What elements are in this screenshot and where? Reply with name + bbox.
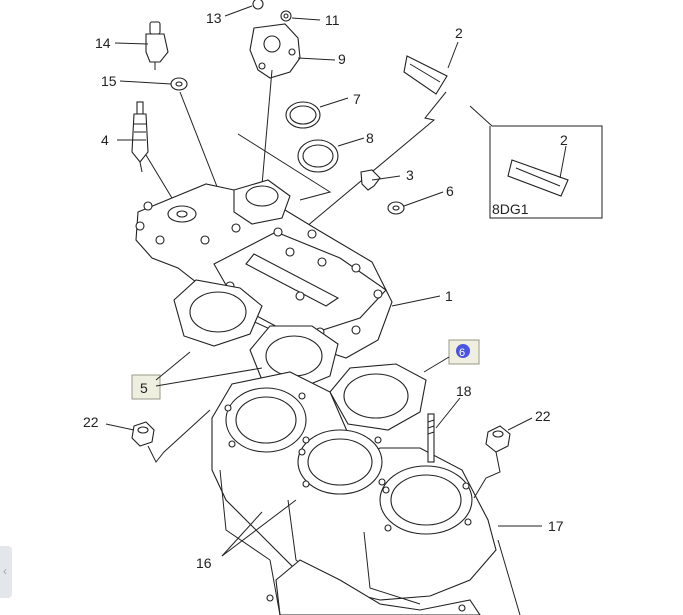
callout-15[interactable]: 15 — [101, 73, 117, 89]
part-4-spark-plug[interactable] — [131, 101, 149, 173]
part-15-washer[interactable] — [170, 77, 188, 91]
callout-17[interactable]: 17 — [548, 518, 564, 534]
callout-9[interactable]: 9 — [338, 51, 346, 67]
part-1-cylinder-head[interactable] — [135, 179, 393, 359]
part-8-seal-ring[interactable] — [297, 139, 339, 173]
part-22-nut-right[interactable] — [485, 425, 511, 453]
callout-4[interactable]: 4 — [101, 132, 109, 148]
callout-2-main[interactable]: 2 — [455, 25, 463, 41]
callout-5-highlighted[interactable]: 5 — [131, 374, 161, 400]
callout-8[interactable]: 8 — [366, 130, 374, 146]
callout-22-right[interactable]: 22 — [535, 408, 551, 424]
callout-7[interactable]: 7 — [353, 91, 361, 107]
callout-13[interactable]: 13 — [206, 10, 222, 26]
callout-6-upper[interactable]: 6 — [446, 183, 454, 199]
part-14-sensor[interactable] — [145, 21, 169, 70]
chevron-left-icon: ‹ — [3, 564, 7, 578]
bottom-gasket[interactable] — [266, 559, 481, 615]
svg-text:5: 5 — [140, 380, 148, 396]
part-5-gasket-left[interactable] — [173, 279, 263, 347]
inset-code: 8DG1 — [492, 201, 529, 217]
callout-6-selected[interactable]: 6 — [448, 339, 480, 365]
part-5-gasket-right[interactable] — [249, 325, 339, 391]
part-9-thermostat-cover[interactable] — [249, 23, 301, 79]
callout-14[interactable]: 14 — [95, 35, 111, 51]
callout-1[interactable]: 1 — [445, 288, 453, 304]
part-22-nut-left[interactable] — [131, 421, 155, 447]
part-13-bolt[interactable] — [252, 0, 264, 10]
callout-16[interactable]: 16 — [196, 555, 212, 571]
callout-2-inset[interactable]: 2 — [560, 132, 568, 148]
callout-11[interactable]: 11 — [325, 12, 340, 28]
callout-18[interactable]: 18 — [456, 383, 472, 399]
part-7-o-ring[interactable] — [285, 101, 321, 129]
side-panel-tab[interactable]: ‹ — [0, 546, 12, 598]
cylinder-block[interactable] — [211, 371, 497, 605]
inset-8dg1-box: 2 8DG1 — [469, 105, 603, 219]
part-6-base-gasket[interactable] — [329, 363, 427, 431]
part-2-decal[interactable] — [403, 55, 448, 95]
callout-22-left[interactable]: 22 — [83, 414, 99, 430]
part-6-nut[interactable] — [387, 201, 405, 215]
svg-text:6: 6 — [459, 347, 465, 359]
part-3-fitting[interactable] — [360, 169, 401, 191]
part-18-stud[interactable] — [427, 413, 435, 463]
part-11-bolt[interactable] — [280, 10, 292, 22]
callout-3[interactable]: 3 — [406, 167, 414, 183]
